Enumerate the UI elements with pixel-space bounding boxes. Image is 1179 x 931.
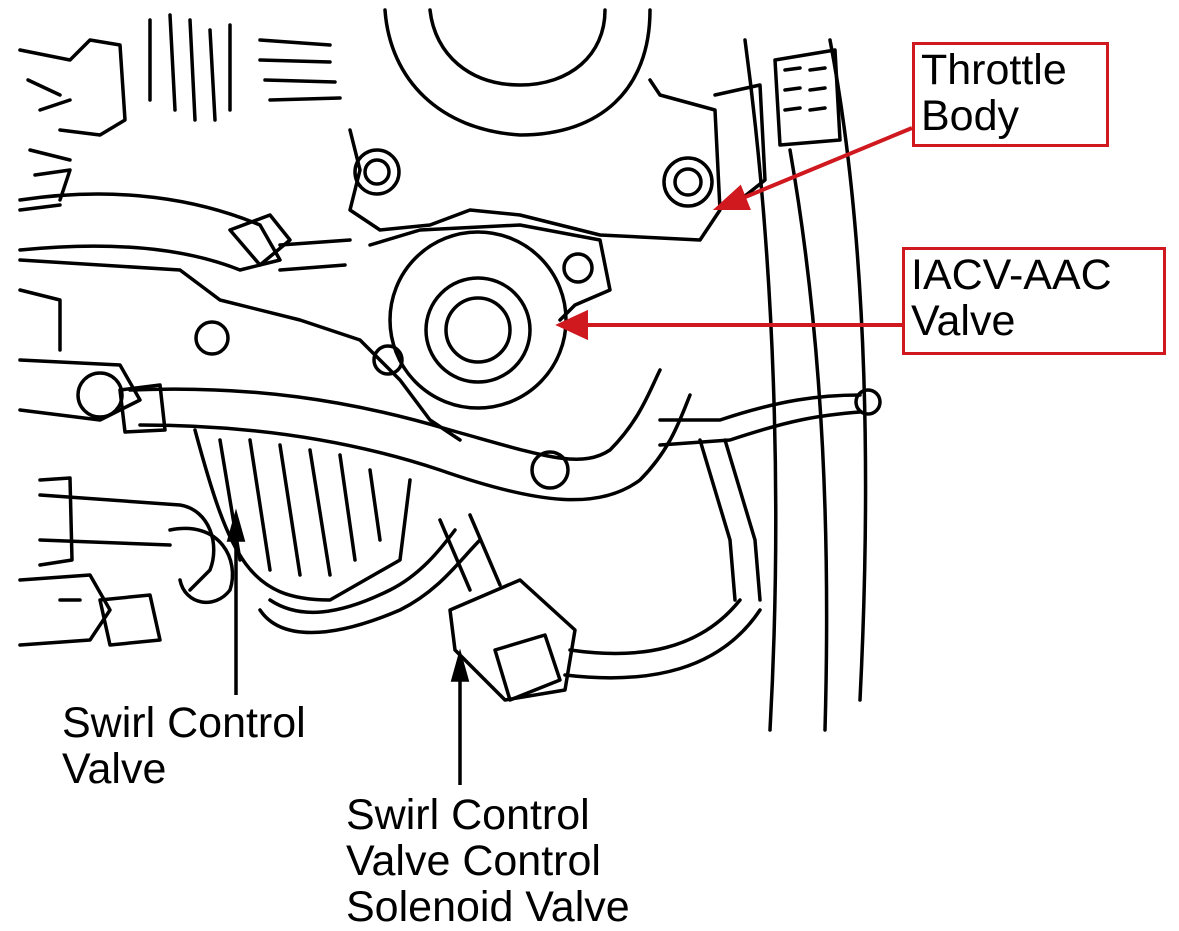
main-crossing-hose-bottom [138, 393, 692, 502]
left-manifold [18, 258, 462, 442]
callout-arrows-black [226, 508, 470, 785]
engine-edge-line-3 [828, 38, 868, 702]
swirl-valve-ribs [218, 438, 382, 577]
lower-left-bracket [18, 573, 112, 647]
callout-arrows-red [555, 126, 913, 341]
upper-left-detail [18, 78, 72, 212]
iacv-flange-screw [562, 252, 594, 284]
iacv-label-line-1: IACV-AAC [911, 251, 1112, 299]
swirl-control-valve-label: Swirl Control Valve [62, 700, 306, 792]
solenoid-label-line-1: Swirl Control [346, 791, 590, 839]
left-hose-clamp [228, 213, 292, 267]
left-bolt [194, 320, 230, 356]
small-tube [98, 593, 162, 647]
swirl-valve-body [193, 428, 412, 602]
bolt-upper-right [662, 156, 714, 208]
top-right-connector [773, 48, 842, 147]
throttle-body-label: Throttle Body [912, 42, 1109, 147]
solenoid-pipes [438, 513, 502, 592]
throttle-body-label-line-1: Throttle [921, 46, 1067, 94]
engine-edge-line-2 [788, 148, 829, 732]
swirl-label-line-1: Swirl Control [62, 699, 306, 747]
engine-parts [18, 8, 882, 732]
solenoid-valve-label: Swirl Control Valve Control Solenoid Val… [346, 792, 630, 930]
engine-edge-line-1 [743, 38, 778, 732]
solenoid-body [448, 578, 577, 702]
solenoid-arrow-head [450, 648, 470, 682]
throttle-plate-right-edge [713, 83, 767, 202]
right-hose [658, 393, 862, 447]
throttle-arrow-head [712, 184, 751, 210]
solenoid-label-line-3: Solenoid Valve [346, 883, 630, 931]
connector-pins [783, 66, 827, 112]
iacv-label-line-2: Valve [911, 297, 1016, 345]
swirl-label-line-2: Valve [62, 745, 167, 793]
throttle-body-plate [348, 78, 722, 242]
solenoid-connector [493, 633, 562, 702]
iacv-valve-core [444, 296, 512, 364]
left-tube-end [76, 371, 124, 419]
lower-left-tube [38, 493, 216, 592]
solenoid-hose [563, 598, 762, 680]
iacv-aac-valve-label: IACV-AAC Valve [902, 247, 1166, 355]
lower-loop-hose-inner [268, 528, 457, 615]
throttle-arrow-line [737, 126, 913, 202]
left-hose-to-throttle [278, 238, 352, 272]
bolt-upper-left [353, 148, 401, 196]
lower-left-tube-end [38, 476, 74, 567]
main-crossing-hose-top [128, 368, 662, 461]
bolt-upper-left-inner [363, 158, 391, 186]
throttle-housing-inner [428, 8, 607, 87]
lower-left-elbow [168, 526, 235, 605]
left-upper-hose [18, 192, 282, 272]
left-bracket-lines [18, 288, 142, 422]
iacv-arrow-head [555, 309, 588, 341]
iacv-lower-screw [372, 344, 404, 376]
center-bolt [530, 450, 570, 490]
iacv-flange [368, 223, 612, 322]
upper-left-bracket [18, 38, 127, 137]
throttle-housing-outer [383, 8, 652, 137]
iacv-valve-ring [424, 276, 532, 384]
hose-clamp-left [118, 383, 167, 434]
upper-left-tubes [148, 13, 232, 122]
lower-loop-hose-outer [258, 538, 482, 635]
right-vertical-hose [698, 438, 762, 602]
throttle-body-label-line-2: Body [921, 92, 1020, 140]
iacv-valve-body [388, 230, 568, 410]
right-hose-nipple [854, 388, 882, 416]
bolt-upper-right-inner [673, 167, 703, 197]
solenoid-label-line-2: Valve Control [346, 837, 601, 885]
swirl-arrow-head [226, 508, 246, 542]
upper-fins [258, 38, 342, 102]
